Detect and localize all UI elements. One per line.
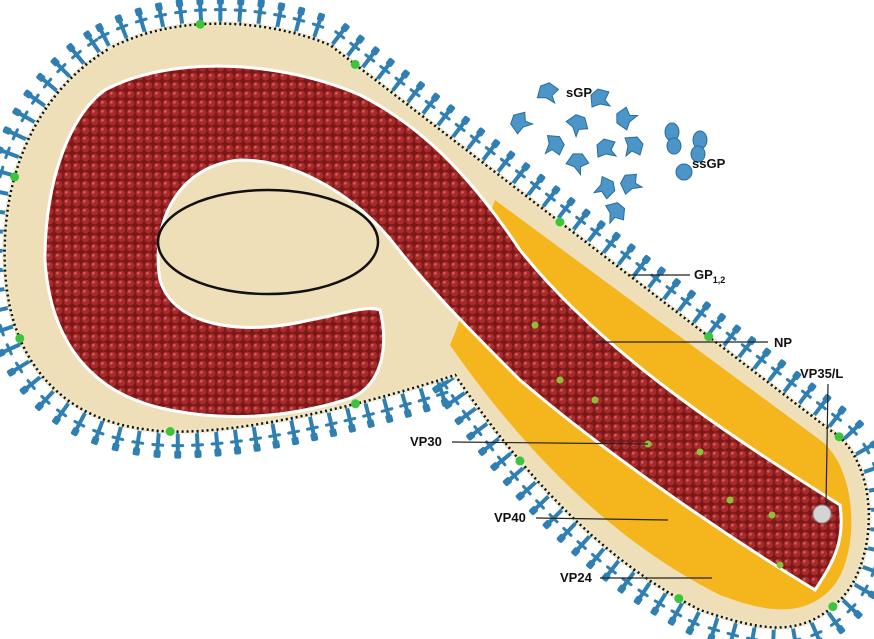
- glycoprotein-spike: [415, 385, 432, 414]
- glycoprotein-spike: [397, 390, 414, 419]
- ssgp-dimer: [676, 164, 692, 180]
- glycoprotein-spike: [323, 409, 339, 438]
- glycoprotein-spike: [215, 0, 225, 24]
- glycoprotein-spike: [230, 427, 243, 455]
- glycoprotein-spike: [153, 2, 168, 30]
- glycoprotein-spike: [249, 424, 263, 452]
- vp24-marker: [196, 20, 205, 29]
- label-np: NP: [774, 335, 792, 350]
- vp24-marker: [704, 332, 713, 341]
- label-sgp: sGP: [566, 85, 592, 100]
- label-vp40: VP40: [494, 510, 526, 525]
- glycoprotein-spike: [131, 428, 145, 456]
- glycoprotein-spike: [173, 432, 183, 459]
- inner-membrane-loop: [158, 190, 378, 294]
- glycoprotein-spike: [305, 413, 320, 441]
- vp30-dot: [727, 497, 734, 504]
- vp24-marker: [15, 334, 24, 343]
- vp24-marker: [351, 399, 360, 408]
- vp35-l-sphere: [813, 505, 831, 523]
- glycoprotein-spike: [152, 431, 164, 459]
- vp30-dot: [769, 512, 776, 519]
- glycoprotein-spike: [234, 0, 246, 25]
- glycoprotein-spike: [286, 417, 301, 445]
- label-ssgp: ssGP: [692, 156, 726, 171]
- vp24-marker: [555, 218, 564, 227]
- glycoprotein-spike: [192, 431, 203, 458]
- vp30-dot: [557, 377, 564, 384]
- glycoprotein-spike: [253, 0, 266, 27]
- vp30-dot: [777, 562, 784, 569]
- vp24-marker: [515, 456, 524, 465]
- vp30-dot: [532, 322, 539, 329]
- glycoprotein-spike: [272, 2, 287, 30]
- glycoprotein-spike: [174, 0, 187, 27]
- label-vp30: VP30: [410, 434, 442, 449]
- vp30-dot: [592, 397, 599, 404]
- label-vp24: VP24: [560, 570, 593, 585]
- ssgp-dimer: [665, 123, 681, 154]
- label-gp: GP1,2: [694, 267, 725, 285]
- glycoprotein-spike: [267, 421, 281, 449]
- vp24-marker: [351, 60, 360, 69]
- vp24-marker: [674, 594, 683, 603]
- label-vp35-l: VP35/L: [800, 366, 843, 381]
- vp24-marker: [835, 432, 844, 441]
- vp24-marker: [10, 172, 19, 181]
- vp24-marker: [166, 427, 175, 436]
- glycoprotein-spike: [684, 608, 705, 637]
- vp24-marker: [828, 602, 837, 611]
- glycoprotein-spike: [211, 429, 223, 457]
- vp30-dot: [697, 449, 704, 456]
